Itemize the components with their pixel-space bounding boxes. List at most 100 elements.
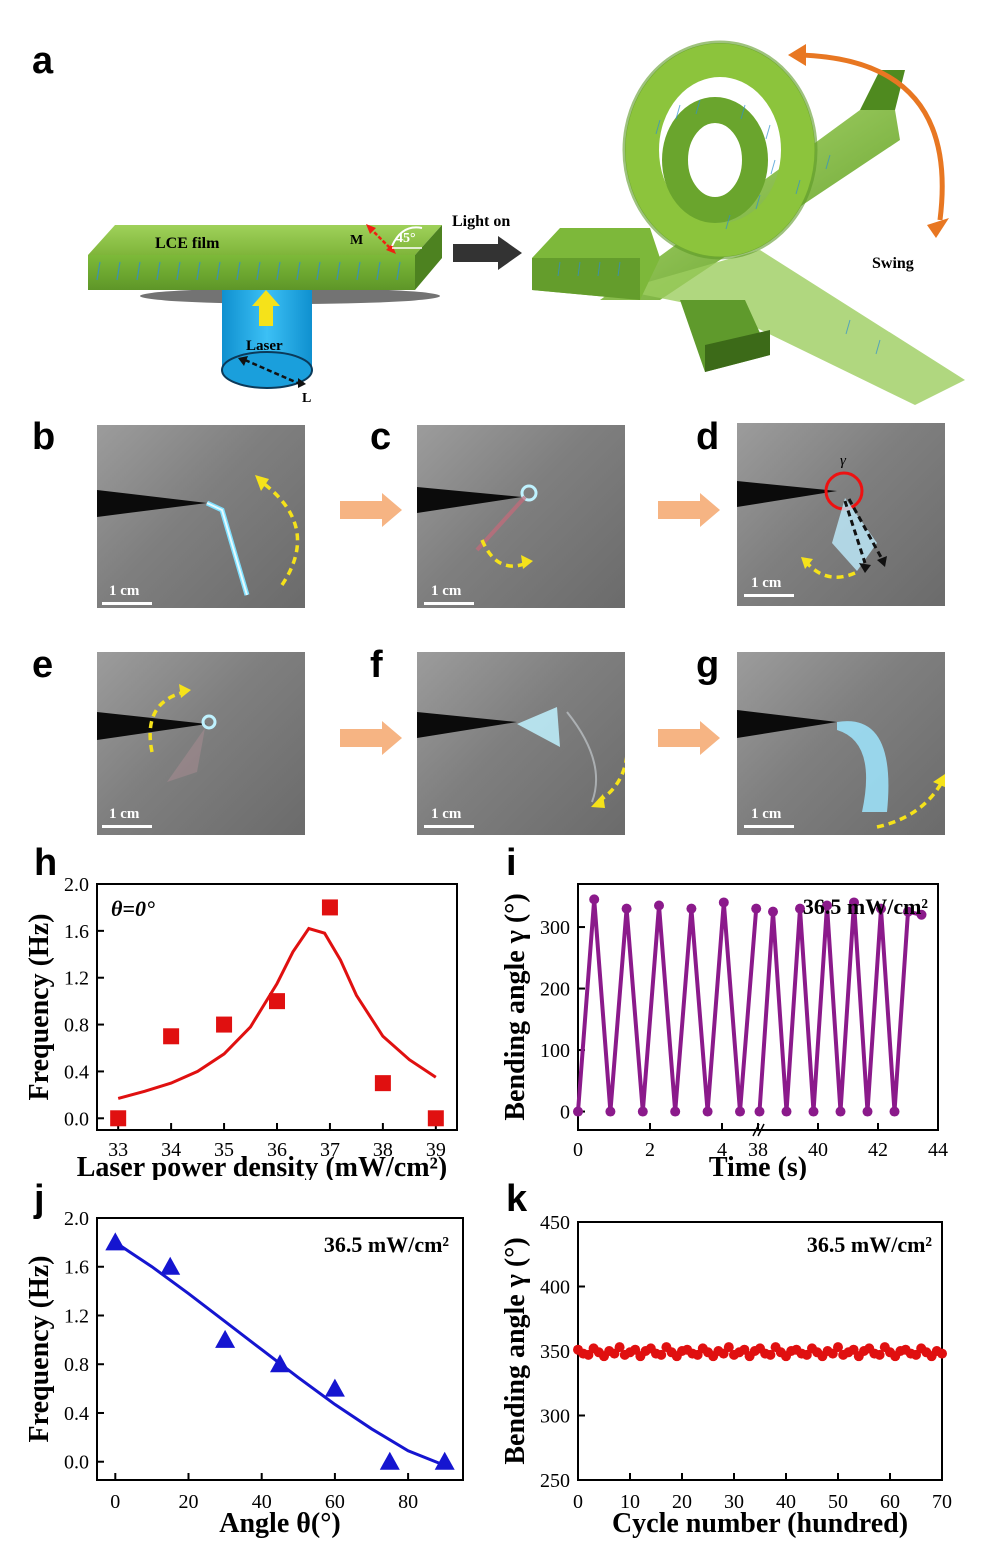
- data-point: [876, 903, 886, 914]
- annotation: 36.5 mW/cm²: [803, 894, 929, 919]
- axis-break: [757, 1123, 765, 1137]
- scale-label-e: 1 cm: [109, 806, 140, 822]
- plot-frame: [577, 883, 939, 1131]
- data-point: [765, 1349, 776, 1360]
- film-label: LCE film: [155, 235, 220, 252]
- fit-curve: [114, 1241, 446, 1467]
- scale-label-c: 1 cm: [431, 583, 462, 599]
- l-label: L: [302, 391, 311, 406]
- scale-bar-f: [424, 825, 474, 828]
- data-point: [751, 903, 762, 914]
- swing-label: Swing: [872, 255, 914, 272]
- scale-bar-c: [424, 602, 474, 605]
- y-axis-label: Bending angle γ (°): [500, 1237, 531, 1464]
- sequence-arrow-fg: [658, 721, 720, 755]
- sequence-arrow-ef: [340, 721, 402, 755]
- data-point: [324, 1378, 345, 1397]
- y-tick-label: 1.6: [64, 921, 89, 943]
- data-point: [589, 894, 600, 905]
- flat-lce-film: [88, 224, 442, 290]
- laser-up-arrow: [252, 290, 280, 326]
- gamma-label: γ: [840, 453, 847, 469]
- y-tick-label: 2.0: [64, 1208, 89, 1230]
- x-tick-label: 60: [880, 1491, 900, 1513]
- y-tick-label: 200: [540, 979, 570, 1001]
- photo-f: 1 cm: [417, 652, 625, 835]
- x-tick-label: 36: [267, 1139, 287, 1161]
- swing-arrow: [788, 44, 949, 238]
- data-point: [735, 1106, 745, 1117]
- data-point: [379, 1451, 400, 1470]
- y-tick-label: 450: [540, 1212, 570, 1234]
- y-tick-label: 250: [540, 1470, 570, 1492]
- x-tick-label: 60: [325, 1491, 345, 1513]
- x-axis-label: Angle θ(°): [219, 1508, 340, 1539]
- annotation: θ=0°: [111, 896, 155, 921]
- x-tick-label: 37: [320, 1139, 340, 1161]
- x-tick-label: 38: [373, 1139, 393, 1161]
- x-tick-label: 10: [620, 1491, 640, 1513]
- data-point: [110, 1110, 127, 1127]
- data-point: [862, 1106, 873, 1117]
- data-point: [937, 1348, 947, 1359]
- data-point: [781, 1106, 792, 1117]
- data-point: [835, 1106, 846, 1117]
- y-tick-label: 0.0: [64, 1108, 89, 1130]
- y-tick-label: 0.4: [64, 1061, 89, 1083]
- data-point: [656, 1349, 667, 1360]
- photo-e: 1 cm: [97, 652, 305, 835]
- data-point: [374, 1075, 391, 1092]
- y-tick-label: 0.0: [64, 1452, 89, 1474]
- scale-bar-b: [102, 602, 152, 605]
- data-point: [723, 1342, 734, 1353]
- y-tick-label: 1.2: [64, 1305, 89, 1327]
- y-axis-label: Frequency (Hz): [24, 914, 55, 1101]
- panel-label-d: d: [696, 416, 720, 458]
- x-tick-label: 4: [717, 1139, 727, 1161]
- data-point: [822, 900, 832, 911]
- panel-label-k: k: [506, 1178, 528, 1220]
- photo-d: γ 1 cm: [737, 423, 945, 606]
- x-tick-label: 39: [426, 1139, 446, 1161]
- data-point: [105, 1232, 126, 1251]
- panel-label-c: c: [370, 416, 392, 458]
- data-point: [605, 1106, 616, 1117]
- laser-label: Laser: [246, 338, 283, 354]
- plot-frame: [96, 1217, 464, 1481]
- y-tick-label: 2.0: [64, 874, 89, 896]
- panel-label-f: f: [370, 644, 383, 686]
- data-point: [573, 1106, 583, 1117]
- x-tick-label: 33: [108, 1139, 128, 1161]
- x-tick-label: 44: [928, 1139, 948, 1161]
- data-point: [160, 1256, 181, 1275]
- sequence-arrow-cd: [658, 493, 720, 527]
- panel-label-h: h: [34, 842, 58, 884]
- y-tick-label: 1.6: [64, 1257, 89, 1279]
- sequence-arrow-bc: [340, 493, 402, 527]
- x-tick-label: 0: [573, 1491, 583, 1513]
- y-tick-label: 0.4: [64, 1403, 89, 1425]
- light-on-arrow: [453, 236, 522, 270]
- y-tick-label: 0.8: [64, 1015, 89, 1037]
- swinging-lce-film: [532, 40, 965, 405]
- scale-label-g: 1 cm: [751, 806, 782, 822]
- data-point: [427, 1110, 444, 1127]
- y-tick-label: 400: [540, 1277, 570, 1299]
- data-point: [670, 1106, 681, 1117]
- x-axis-label: Cycle number (hundred): [612, 1508, 908, 1539]
- axis-break: [752, 1123, 760, 1137]
- scale-bar-d: [744, 594, 794, 597]
- panel-label-g: g: [696, 644, 720, 686]
- x-tick-label: 70: [932, 1491, 952, 1513]
- data-point: [614, 1342, 625, 1353]
- photo-b: 1 cm: [97, 425, 305, 608]
- x-tick-label: 40: [808, 1139, 828, 1161]
- annotation: 36.5 mW/cm²: [324, 1232, 450, 1257]
- x-tick-label: 80: [398, 1491, 418, 1513]
- x-axis-label: Laser power density (mW/cm²): [77, 1152, 448, 1180]
- data-point: [903, 906, 913, 917]
- data-point: [702, 1106, 713, 1117]
- y-axis-label: Frequency (Hz): [24, 1256, 55, 1443]
